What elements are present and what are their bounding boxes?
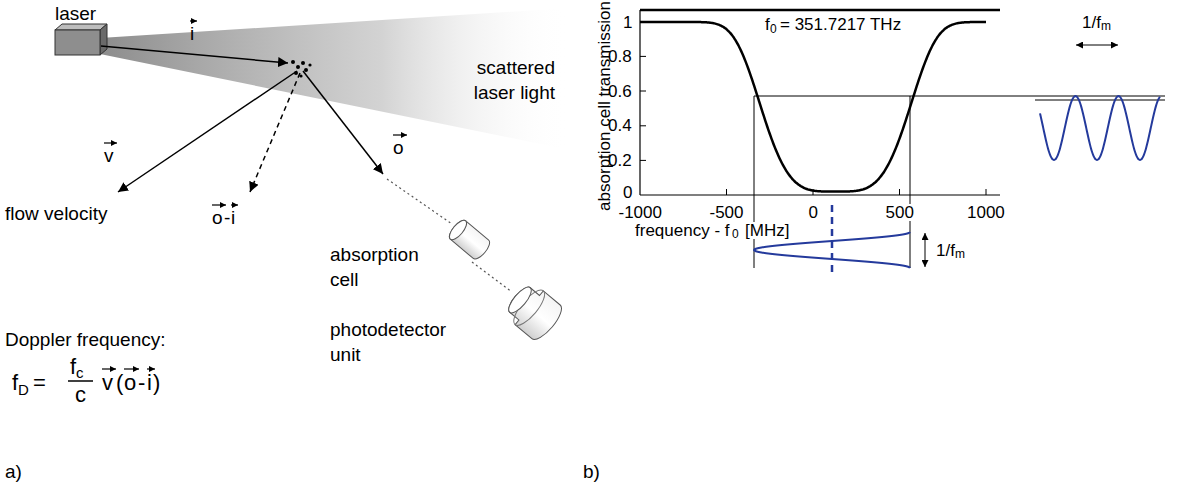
period-label: 1/f (1082, 14, 1101, 31)
formula-term: i (147, 372, 152, 394)
axis-subscript: 0 (731, 228, 740, 240)
tick-label: 1000 (966, 204, 1006, 221)
vector-arrow (104, 142, 117, 143)
vector-label: v (104, 146, 114, 165)
period-label: 1/f (936, 242, 955, 259)
vector-label: i (231, 208, 235, 227)
period-arrow (1076, 45, 1118, 46)
panel-label: a) (5, 462, 22, 481)
frequency-subscript: 0 (770, 23, 777, 35)
vector-arrow (124, 368, 139, 369)
absorption-cell (446, 218, 492, 262)
formula-term: o (124, 372, 136, 394)
vector-arrow (190, 20, 197, 21)
fraction-bar (68, 380, 93, 382)
period-arrow (925, 233, 926, 267)
component-label: flow velocity (5, 204, 107, 223)
particles (291, 60, 312, 78)
vector-arrow (393, 134, 407, 135)
formula-term: c (75, 384, 86, 406)
formula-term: v (102, 372, 113, 394)
formula-subscript: c (76, 365, 84, 380)
difference-vector (250, 73, 300, 192)
axis-title: [MHz] (744, 222, 790, 239)
tick-label: 1 (623, 14, 632, 31)
vector-label: o (212, 208, 223, 227)
tick-label: 0 (623, 184, 632, 201)
formula-subscript: D (18, 382, 29, 397)
vector-arrow (102, 368, 116, 369)
formula-term: = (33, 372, 46, 394)
scattered-ray (387, 179, 452, 224)
panel-label: b) (583, 462, 600, 481)
component-label: photodetector unit (330, 318, 465, 367)
frequency-label: = 351.7217 THz (780, 16, 901, 33)
tick-label: -1000 (618, 204, 663, 221)
formula-term: f (70, 356, 76, 378)
tick-label: -500 (709, 204, 745, 221)
formula-caption: Doppler frequency: (5, 330, 166, 349)
laser-beam (100, 8, 570, 150)
scattered-ray (472, 262, 512, 292)
scattered-vector (303, 71, 383, 174)
incident-vector (101, 46, 288, 63)
velocity-vector (118, 71, 297, 192)
chart-axes (640, 10, 1000, 195)
intensity-signal (1040, 96, 1160, 160)
component-label: laser (55, 4, 96, 23)
vector-label: o (393, 138, 404, 157)
tick-label: 500 (885, 204, 915, 221)
period-subscript: m (1101, 20, 1111, 32)
vector-arrow (231, 204, 238, 205)
guide-lines (754, 96, 1165, 268)
component-label: absorption cell (330, 243, 430, 292)
vector-arrow (147, 368, 155, 369)
component-label: scattered laser light (455, 56, 555, 105)
vector-label: i (190, 24, 194, 43)
photodetector-unit (501, 279, 566, 344)
transmission-curve (640, 22, 986, 192)
formula-term: ( (116, 372, 123, 394)
vector-arrow (212, 204, 226, 205)
period-subscript: m (955, 248, 965, 260)
formula-term: ) (153, 372, 160, 394)
vector-label: - (224, 208, 230, 227)
tick-label: 0 (808, 204, 819, 221)
formula-term: - (138, 372, 145, 394)
formula-term: f (12, 372, 18, 394)
axis-title: frequency - f (634, 222, 731, 239)
axis-title: absorption cell transmission (596, 1, 613, 211)
laser-body (55, 24, 107, 55)
frequency-label: f (765, 16, 770, 33)
